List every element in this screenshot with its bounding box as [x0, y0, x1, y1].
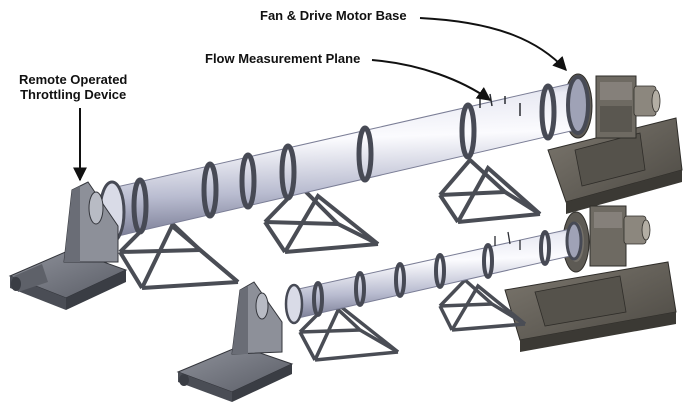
- pipe-stand-large: [263, 183, 380, 254]
- callout-throttling-device: Remote Operated Throttling Device: [19, 72, 127, 102]
- fan-motor-base-small: [504, 205, 677, 352]
- fan-flange-large: [566, 75, 590, 135]
- pipe-stand-large: [438, 157, 542, 224]
- flow-probes-small: [494, 231, 521, 250]
- duct-flanges-large: [131, 83, 557, 235]
- duct-large: [111, 81, 585, 237]
- bellmouth-inlet-small: [284, 283, 304, 325]
- pipe-stand-large: [118, 209, 240, 290]
- pipe-stand-small: [438, 277, 527, 332]
- callout-flow-measurement-plane: Flow Measurement Plane: [205, 51, 361, 66]
- leader-arrow-fan-motor-base: [419, 17, 567, 72]
- fan-flange-small: [565, 221, 583, 261]
- leader-arrow-flow-plane: [371, 59, 492, 101]
- throttling-device-large: [8, 181, 128, 310]
- callout-fan-motor-base: Fan & Drive Motor Base: [260, 8, 407, 23]
- large-test-rig: [8, 73, 683, 310]
- callout-throttling-line-1: Remote Operated: [19, 72, 128, 87]
- callout-throttling-line-2: Throttling Device: [20, 87, 127, 102]
- small-test-rig: [176, 205, 677, 402]
- duct-flanges-small: [312, 230, 551, 317]
- throttling-device-small: [176, 281, 294, 402]
